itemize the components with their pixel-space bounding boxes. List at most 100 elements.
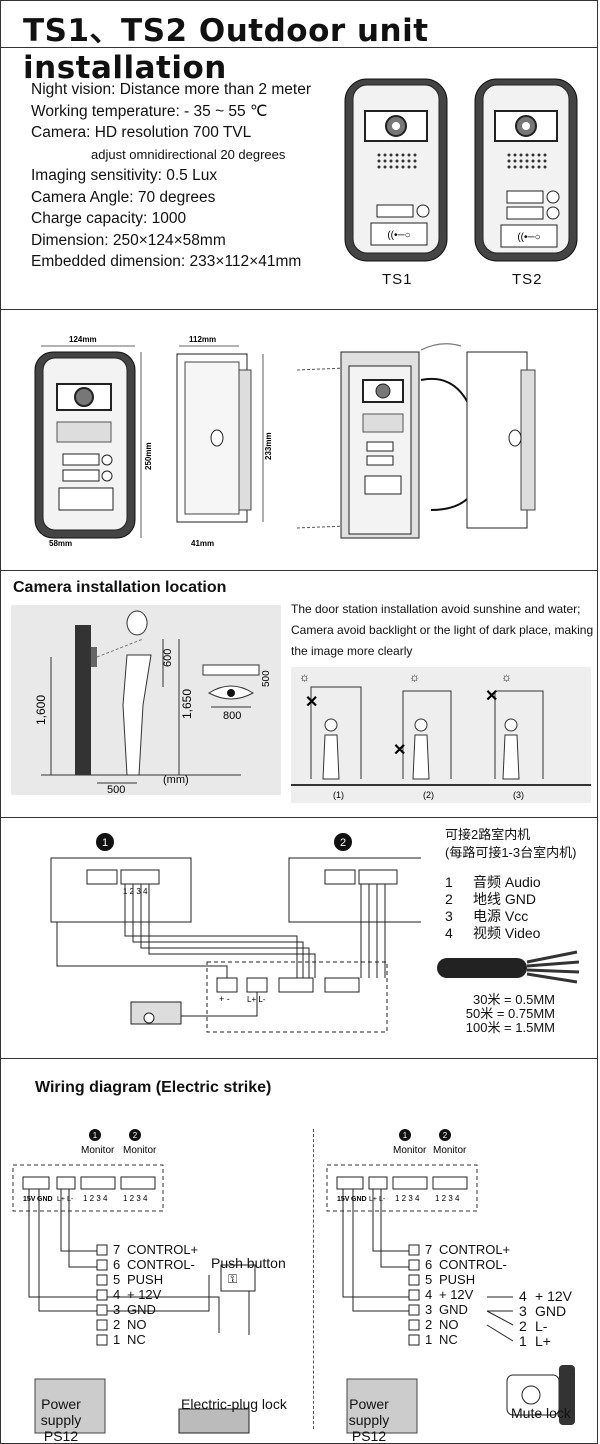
cable-specs: 30米 = 0.5MM 50米 = 0.75MM 100米 = 1.5MM	[445, 993, 555, 1035]
unit-number-1: 1	[102, 837, 108, 849]
monitor-number-1: 1	[93, 1131, 98, 1140]
power-supply-label: Power supply	[348, 1396, 390, 1428]
spec-camera: Camera: HD resolution 700 TVL	[31, 124, 252, 141]
spec-night-vision: Night vision: Distance more than 2 meter	[31, 81, 311, 98]
camera-note: The door station installation avoid suns…	[291, 599, 593, 662]
spec-camera-adjust: adjust omnidirectional 20 degrees	[91, 146, 286, 162]
section-camera-location: Camera installation location 1,600 1,650…	[0, 570, 598, 818]
spec-charge-capacity: Charge capacity: 1000	[31, 210, 187, 227]
terminal-monitor-1: 1 2 3 4	[83, 1194, 108, 1203]
terminal-gnd: GND	[351, 1196, 367, 1203]
power-model-label: PS12	[351, 1428, 387, 1444]
unit-number-2: 2	[340, 837, 346, 849]
svg-text:((•─○: ((•─○	[517, 232, 540, 243]
camera-height-drawing: 1,600 1,650 600 500 (mm) 500 800	[11, 605, 281, 795]
lock-terminal-item: 4+ 12V	[519, 1288, 572, 1304]
monitor-number-1: 1	[403, 1131, 408, 1140]
camera-note-line: the image more clearly	[291, 644, 413, 658]
push-button-label: Push button	[211, 1255, 286, 1271]
terminal-label-plus-minus: + -	[219, 994, 230, 1004]
svg-text:⚿: ⚿	[228, 1272, 237, 1286]
section-dimensions: 124mm 250mm 58mm 112mm 233mm 41mm	[0, 309, 598, 571]
power-supply-left: Power supply PS12	[21, 1396, 101, 1444]
svg-text:☼: ☼	[409, 670, 420, 684]
electric-plug-lock-label: Electric-plug lock	[181, 1396, 287, 1412]
power-supply-label: Power supply	[40, 1396, 82, 1428]
two-monitor-diagram: 1 2 1 2 3 4 + - L+ L-	[50, 833, 421, 1033]
dim-600: 600	[162, 649, 174, 667]
dim-box-width: 112mm	[189, 335, 216, 344]
dim-1650: 1,650	[180, 689, 194, 719]
case-label-3: (3)	[513, 790, 524, 800]
terminal-label-1234: 1 2 3 4	[123, 887, 148, 896]
section-overview: TS1、TS2 Outdoor unit installation Night …	[0, 0, 598, 310]
cable-spec: 50米 = 0.75MM	[465, 1006, 555, 1021]
power-model-label: PS12	[43, 1428, 79, 1444]
chinese-subtitle: (每路可接1-3台室内机)	[445, 845, 577, 860]
spec-working-temperature: Working temperature: - 35 ~ 55 ℃	[31, 102, 268, 120]
dim-box-depth: 41mm	[191, 539, 214, 548]
mute-lock-label: Mute lock	[511, 1405, 571, 1421]
terminal-monitor-2: 1 2 3 4	[123, 1194, 148, 1203]
case-label-1: (1)	[333, 790, 344, 800]
power-supply-right: Power supply PS12	[329, 1396, 409, 1444]
electric-strike-heading: Wiring diagram (Electric strike)	[35, 1079, 272, 1096]
terminal-monitor-1: 1 2 3 4	[395, 1194, 420, 1203]
dim-500-side: 500	[261, 670, 272, 687]
dim-width-front: 124mm	[69, 335, 97, 344]
spec-list: Night vision: Distance more than 2 meter…	[31, 79, 311, 273]
page-title: TS1、TS2 Outdoor unit installation	[23, 13, 429, 86]
section-two-monitor-wiring: 1 2 1 2 3 4 + - L+ L- 可接2路室内	[0, 817, 598, 1059]
monitor-label: Monitor	[433, 1145, 467, 1156]
ts1-label: TS1	[382, 271, 413, 288]
diagram-divider	[313, 1129, 314, 1429]
svg-text:✕: ✕	[305, 694, 318, 711]
dimension-drawing: 124mm 250mm 58mm 112mm 233mm 41mm	[34, 335, 536, 548]
terminal-item: 4+ 12V	[425, 1287, 474, 1302]
title-divider	[1, 47, 597, 48]
ts2-label: TS2	[512, 271, 543, 288]
terminal-item: 4+ 12V	[113, 1287, 162, 1302]
dim-height-front: 250mm	[144, 442, 153, 470]
cable-spec: 30米 = 0.5MM	[472, 992, 555, 1007]
camera-cases-drawing: ✕ ☼ ✕ ☼ ✕ ☼ (1) (2) (3)	[291, 667, 591, 803]
monitor-label: Monitor	[393, 1145, 427, 1156]
terminal-monitor-2: 1 2 3 4	[435, 1194, 460, 1203]
monitor-number-2: 2	[443, 1131, 448, 1140]
spec-imaging-sensitivity: Imaging sensitivity: 0.5 Lux	[31, 167, 218, 184]
strike-diagram-right: Monitor Monitor 1 2 15V GND L+ L- 1 2 3 …	[326, 1129, 575, 1434]
cable-image	[437, 950, 580, 984]
terminal-l-minus: L-	[379, 1196, 386, 1203]
strike-diagram-left: Monitor Monitor 1 2 15V GND L+ L- 1 2 3 …	[12, 1129, 256, 1434]
spec-camera-angle: Camera Angle: 70 degrees	[31, 188, 216, 206]
chinese-title: 可接2路室内机	[445, 827, 531, 842]
camera-note-line: The door station installation avoid suns…	[291, 602, 581, 616]
svg-text:✕: ✕	[393, 742, 406, 759]
camera-section-heading: Camera installation location	[13, 579, 227, 596]
monitor-label: Monitor	[81, 1145, 115, 1156]
camera-note-line: Camera avoid backlight or the light of d…	[291, 623, 594, 637]
svg-text:((•─○: ((•─○	[387, 230, 410, 241]
svg-text:☼: ☼	[501, 670, 512, 684]
terminal-l-minus: L-	[67, 1196, 74, 1203]
